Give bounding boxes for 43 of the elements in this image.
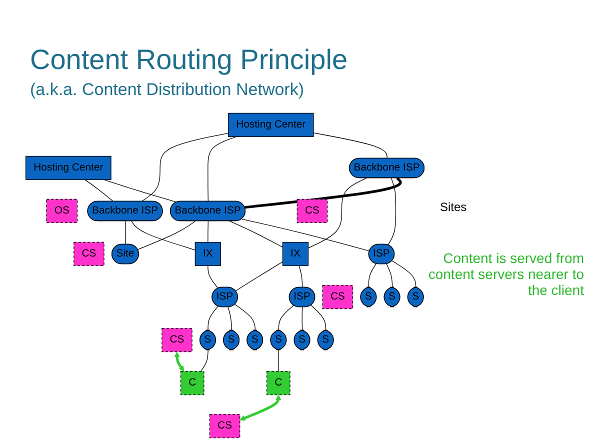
subtitle: (a.k.a. Content Distribution Network) [30,80,304,100]
sites-label: Sites [440,200,467,214]
connector [208,265,218,289]
node-box: IX [194,242,221,266]
connector [104,179,178,203]
connector [388,178,396,246]
node-box: CS [296,198,328,224]
node-box: CS [322,284,354,310]
connector [241,218,370,252]
node-box: CS [209,414,240,438]
slide-title: Content Routing Principle [30,44,348,76]
connector [278,350,280,372]
node-box: IX [282,242,309,266]
node-box: C [180,370,204,396]
arrow [174,352,184,372]
connector [302,306,303,331]
connector [125,220,126,245]
node-box: CS [74,242,104,266]
connector [313,132,388,159]
connector [368,263,376,288]
connector [200,350,208,372]
connector [208,306,218,331]
connector [84,179,114,202]
connector [392,260,416,288]
arrow [240,394,282,421]
node-box: CS [162,328,192,352]
node-box: Hosting Center [228,112,314,137]
connector [234,304,256,331]
connector [308,178,367,248]
connector [244,177,402,209]
node-box: OS [46,198,78,224]
connector [228,306,232,331]
connector [298,265,303,288]
node-box: Hosting Center [25,156,112,180]
connector [208,136,237,202]
connector [140,132,229,202]
connector [386,264,393,288]
node-box: C [266,370,290,396]
connector [229,220,284,248]
note-text: Content is served from content servers nearer to the client [427,250,584,298]
connector [310,304,326,331]
connector [235,261,284,292]
connector [278,304,294,331]
